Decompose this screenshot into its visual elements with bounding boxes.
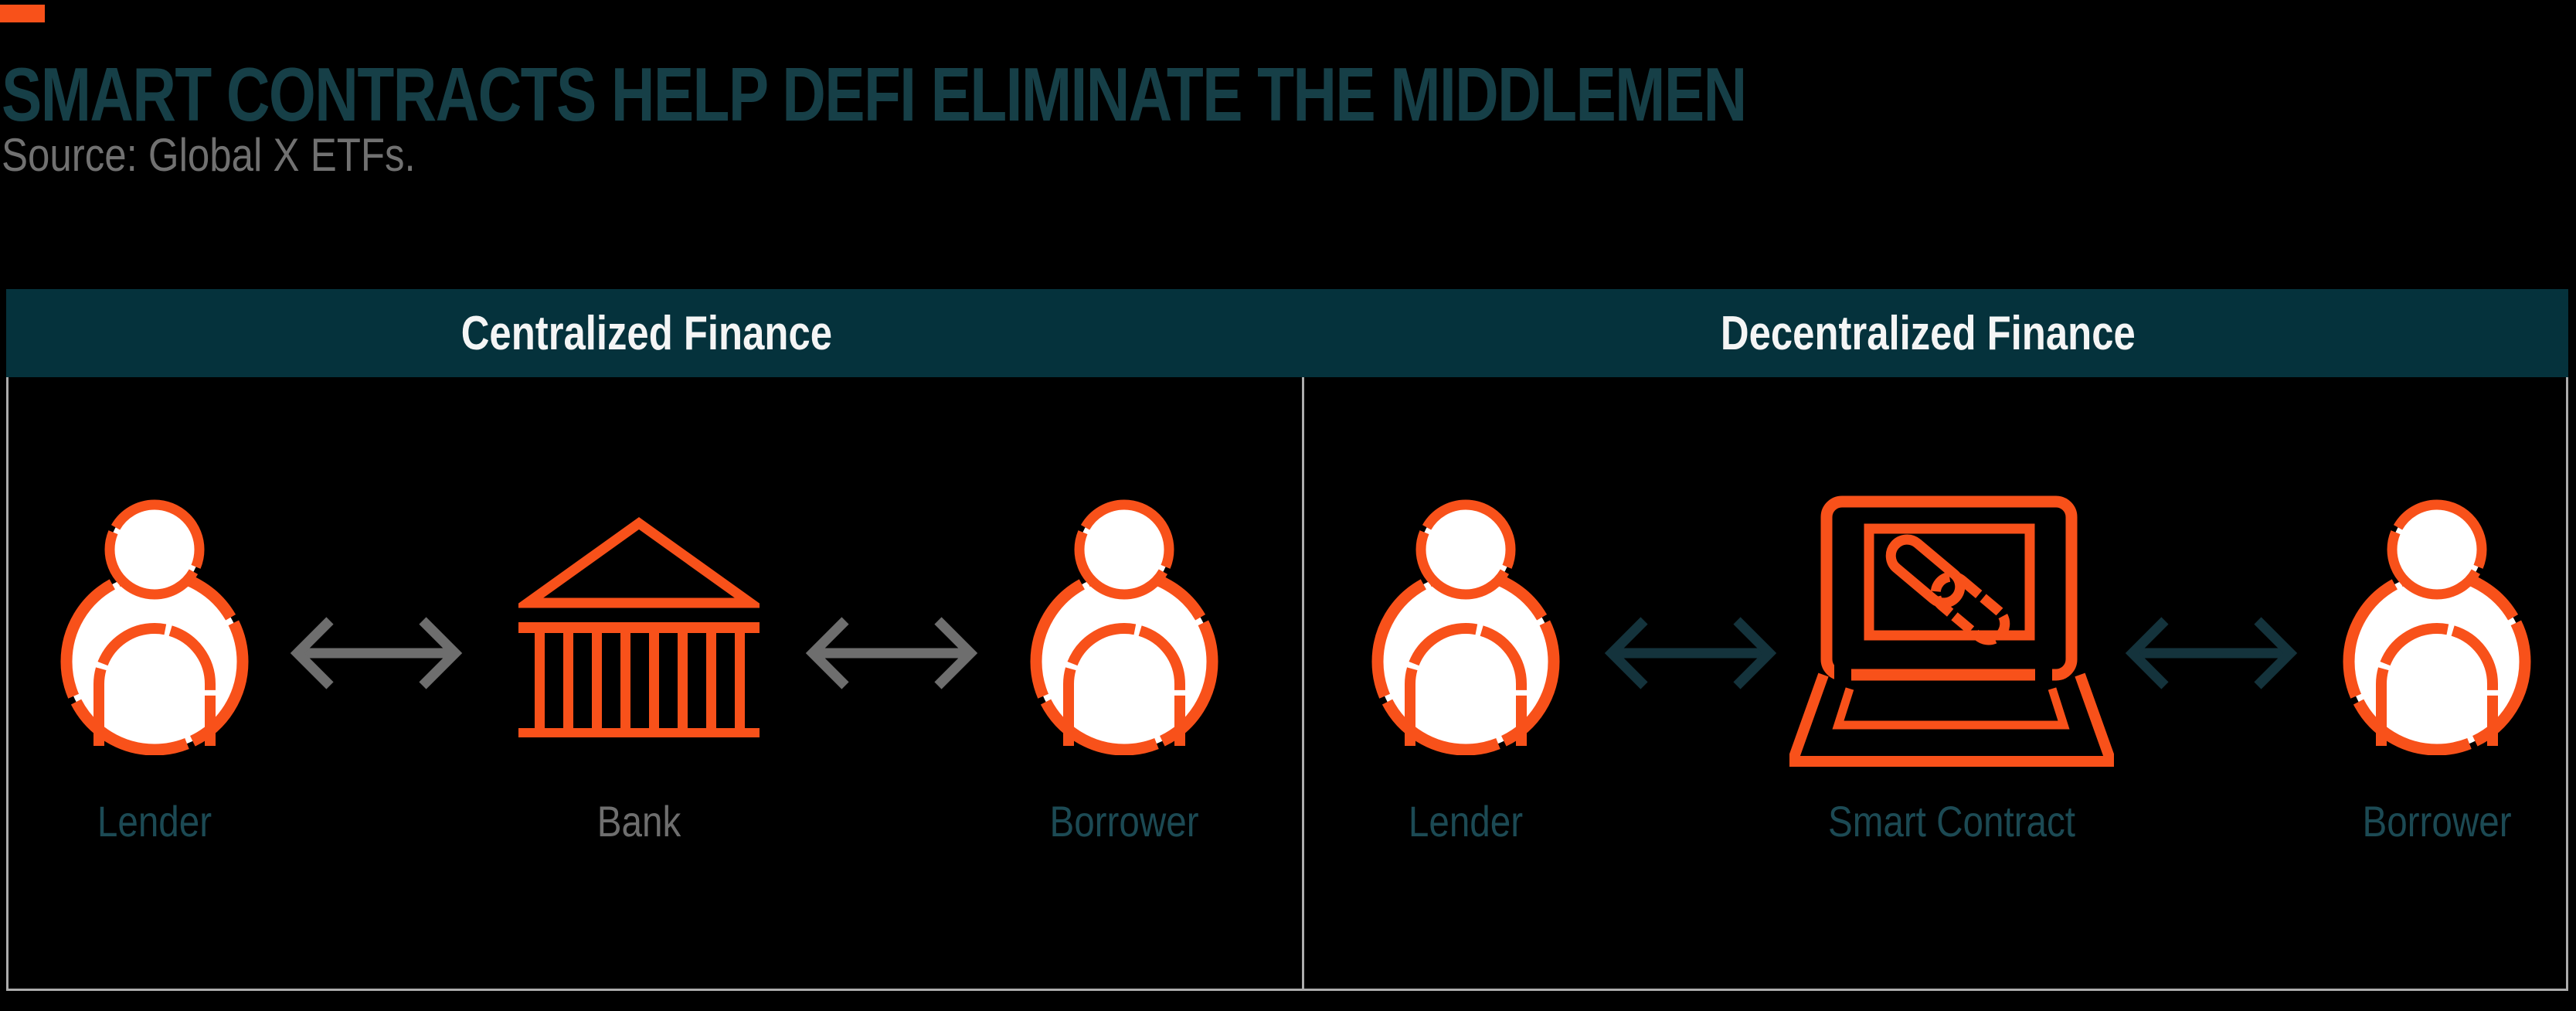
panel-header-bar: Centralized Finance Decentralized Financ… — [6, 289, 2568, 377]
node-label-borrower: Borrower — [2362, 797, 2512, 846]
person-icon — [1025, 499, 1223, 755]
double-headed-arrow-icon — [799, 616, 984, 690]
panel-header-centralized: Centralized Finance — [6, 289, 1287, 377]
node-label-bank: Bank — [596, 797, 681, 846]
node-label-lender: Lender — [97, 797, 212, 846]
person-icon — [1367, 499, 1565, 755]
person-icon — [2338, 499, 2536, 755]
accent-mark — [0, 5, 45, 22]
node-label-lender: Lender — [1408, 797, 1524, 846]
node-label-smart-contract: Smart Contract — [1827, 797, 2076, 846]
bank-icon — [518, 516, 760, 737]
panel-area — [6, 377, 2568, 991]
panel-header-decentralized-label: Decentralized Finance — [1720, 306, 2136, 360]
node-label-borrower: Borrower — [1049, 797, 1199, 846]
laptop-chain-icon — [1789, 495, 2114, 768]
page-title: SMART CONTRACTS HELP DEFI ELIMINATE THE … — [2, 52, 1747, 137]
double-headed-arrow-icon — [284, 616, 469, 690]
panel-header-decentralized: Decentralized Finance — [1287, 289, 2568, 377]
source-attribution: Source: Global X ETFs. — [2, 129, 416, 181]
comparison-diagram: Centralized Finance Decentralized Financ… — [6, 289, 2568, 991]
double-headed-arrow-icon — [1598, 616, 1783, 690]
person-icon — [56, 499, 253, 755]
double-headed-arrow-icon — [2119, 616, 2304, 690]
panel-divider — [1302, 377, 1304, 991]
panel-header-centralized-label: Centralized Finance — [460, 306, 833, 360]
